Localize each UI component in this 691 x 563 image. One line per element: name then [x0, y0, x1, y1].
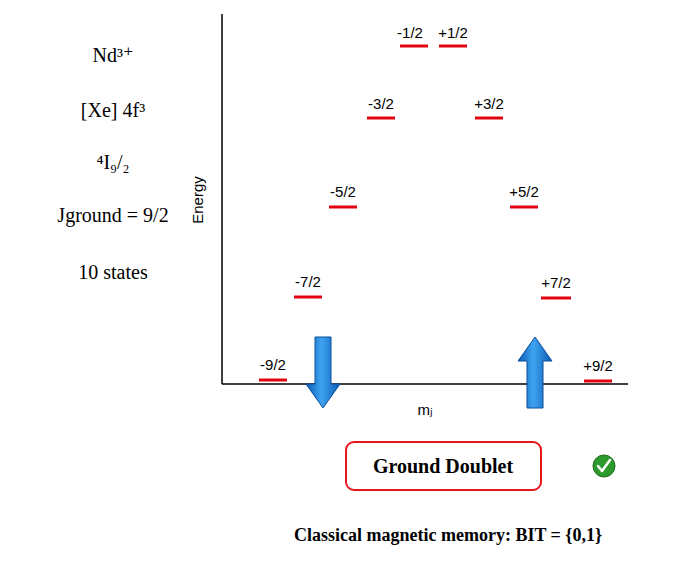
- spin-down-arrow: [306, 337, 340, 408]
- highlight-box: Ground Doublet: [345, 441, 542, 491]
- ion-symbol: Nd³⁺: [93, 43, 134, 67]
- level-label: -7/2: [295, 273, 321, 290]
- energy-levels: [259, 46, 612, 381]
- level-label: -1/2: [397, 24, 423, 41]
- caption-text: Classical magnetic memory: BIT = {0,1}: [294, 525, 602, 546]
- level-label: +7/2: [541, 274, 571, 291]
- electron-configuration: [Xe] 4f³: [81, 99, 145, 122]
- axes: [222, 14, 628, 384]
- level-label: -5/2: [330, 183, 356, 200]
- level-label: +9/2: [583, 357, 613, 374]
- state-count: 10 states: [78, 261, 147, 284]
- level-label: +3/2: [474, 95, 504, 112]
- level-label: -9/2: [260, 356, 286, 373]
- spin-up-arrow: [518, 337, 552, 408]
- angular-momentum: Jground = 9/2: [57, 204, 168, 227]
- box-label: Ground Doublet: [373, 455, 513, 478]
- level-label: -3/2: [368, 95, 394, 112]
- axis-title: mⱼ: [417, 401, 432, 419]
- axis-title: Energy: [189, 176, 206, 224]
- level-label: +5/2: [509, 183, 539, 200]
- check-icon: [593, 455, 615, 477]
- level-label: +1/2: [438, 24, 468, 41]
- term-symbol: ⁴I₉/₂: [96, 151, 129, 174]
